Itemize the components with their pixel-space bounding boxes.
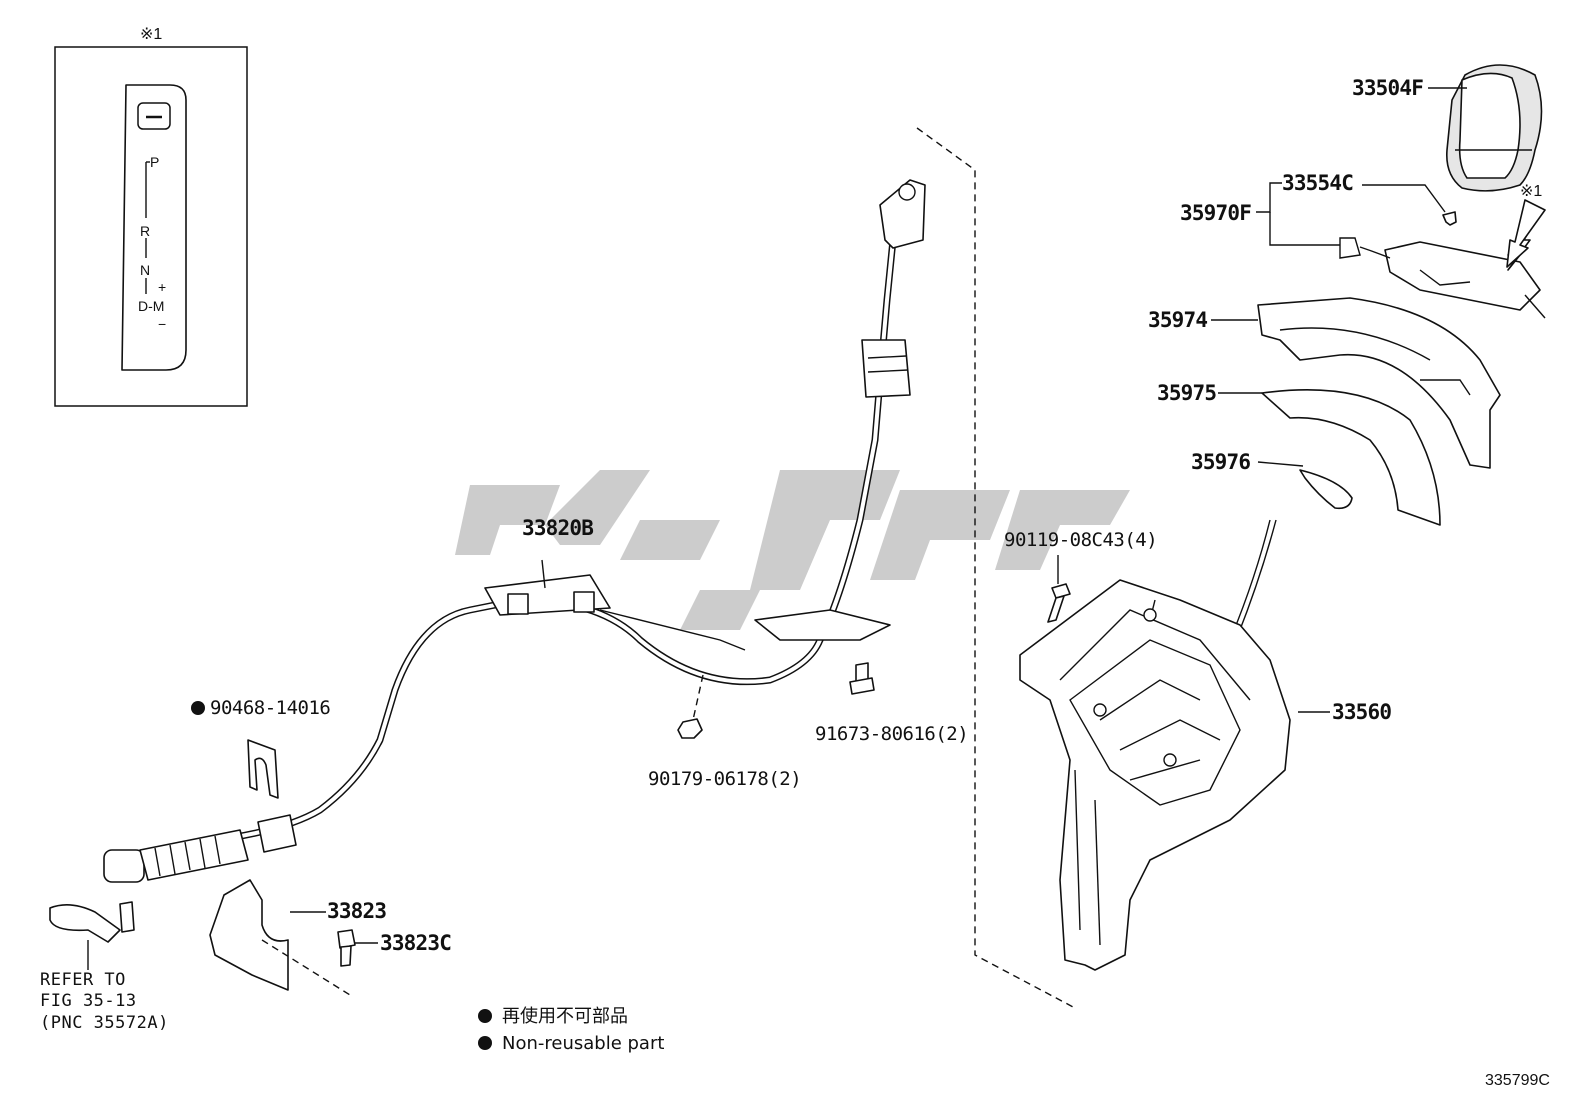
refer-line-2: FIG 35-13 [40, 991, 137, 1011]
bezel-drawing [1257, 297, 1501, 469]
legend-en: Non-reusable part [502, 1033, 664, 1054]
bolt-91673-drawing [849, 662, 875, 695]
callout-33823: 33823 [327, 899, 386, 923]
shift-lever-assembly-drawing [1019, 519, 1291, 971]
callout-91673: 91673-80616(2) [815, 723, 968, 745]
gate-plus: + [158, 279, 166, 295]
gate-d-m: D-M [138, 298, 164, 314]
shift-knob-drawing [1445, 64, 1543, 192]
plate-drawing [1261, 389, 1441, 526]
legend: 再使用不可部品 Non-reusable part [478, 1006, 664, 1054]
legend-bullet-en [478, 1036, 492, 1050]
indicator-housing-drawing [1339, 237, 1546, 319]
bolt-90119-drawing [1047, 583, 1071, 623]
cover-drawing [1299, 469, 1353, 510]
callout-33823c: 33823C [380, 931, 451, 955]
gate-r: R [140, 223, 150, 239]
view-arrow [1506, 199, 1546, 271]
callout-33820b: 33820B [522, 516, 593, 540]
callout-35976: 35976 [1191, 450, 1250, 474]
callout-35970f: 35970F [1180, 201, 1251, 225]
callout-33560: 33560 [1332, 700, 1391, 724]
inset-shift-gate: ※1 P R N D-M + − [54, 26, 248, 407]
gate-minus: − [158, 316, 166, 332]
bracket-drawing [209, 879, 289, 991]
non-reusable-mark [191, 701, 205, 715]
retainer-clip-drawing [247, 739, 279, 799]
bracket-mount-line [261, 939, 351, 996]
clip-33554c-drawing [1442, 211, 1457, 226]
callout-35974: 35974 [1148, 308, 1207, 332]
refer-line-1: REFER TO [40, 970, 126, 990]
callout-33504f: 33504F [1352, 76, 1423, 100]
diagram-code: 335799C [1485, 1072, 1550, 1089]
cable-assembly-drawing [103, 179, 926, 883]
callout-35970f-note: ※1 [1520, 183, 1542, 200]
callout-90468: 90468-14016 [210, 697, 330, 719]
transmission-bracket-drawing [49, 901, 135, 970]
callout-90179: 90179-06178(2) [648, 768, 801, 790]
callout-35975: 35975 [1157, 381, 1216, 405]
legend-jp: 再使用不可部品 [502, 1006, 628, 1027]
refer-line-3: (PNC 35572A) [40, 1013, 169, 1033]
bolt-33823c-drawing [337, 929, 356, 967]
legend-bullet-jp [478, 1009, 492, 1023]
leader-lines [290, 87, 1467, 944]
nut-90179-drawing [677, 674, 704, 739]
inset-note-mark: ※1 [140, 26, 162, 43]
gate-n: N [140, 262, 150, 278]
callout-33554c: 33554C [1282, 171, 1353, 195]
callout-90119: 90119-08C43(4) [1004, 529, 1157, 551]
gate-p: P [150, 154, 159, 170]
assembly-boundary [916, 127, 1076, 1009]
